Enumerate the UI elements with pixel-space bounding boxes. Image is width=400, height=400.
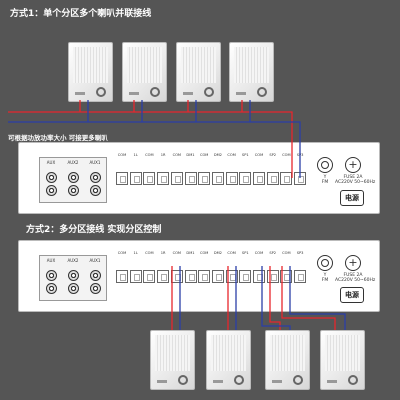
method1-note: 可根据功放功率大小 可接更多喇叭 [8,134,108,142]
power-label: 电源 [340,287,364,303]
terminal-labels: COM 1L COM 1R COM DM1 COM DM2 COM SP1 COM SP2 COM SP3 [116,251,308,258]
aux-out-jack[interactable] [45,185,57,196]
speaker-terminal[interactable] [253,270,265,283]
speaker-zone2-1 [150,330,195,390]
amplifier-panel-2: AUX AUX2 AUX1 COM 1L COM 1R COM DM1 COM DM2 COM S… [18,240,380,312]
speaker-terminal[interactable] [170,172,183,185]
speaker-terminal[interactable] [294,172,307,185]
fuse-icon: + [345,157,361,173]
terminal-label: COM [254,251,264,255]
speaker-zone1-3 [176,42,221,102]
aux-jacks: AUX AUX2 AUX1 [39,157,107,203]
terminal-label: COM [145,251,154,255]
aux1-in-jack[interactable] [89,283,101,294]
terminal-label: COM [199,251,209,255]
terminal-label: SP3 [296,153,304,157]
speaker-terminal[interactable] [198,172,211,185]
terminal-label: SP2 [269,251,277,255]
speaker-terminal[interactable] [239,270,252,283]
speaker-terminal[interactable] [280,270,293,283]
terminal-label: COM [172,251,182,255]
terminal-label: SP1 [241,251,249,255]
aux-jacks: AUX AUX2 AUX1 [39,255,107,301]
speaker-terminal[interactable] [143,172,156,185]
speaker-terminal[interactable] [184,172,197,185]
terminal-label: DM2 [213,251,222,255]
aux1-in-jack[interactable] [89,270,101,281]
power-label: 电源 [340,190,364,206]
speaker-zone1-4 [229,42,274,102]
aux2-in-jack[interactable] [67,172,79,183]
terminal-label: COM [117,251,127,255]
terminal-label: COM [227,251,236,255]
terminal-label: SP3 [296,251,304,255]
knob-icon[interactable] [317,255,333,271]
speaker-zone2-2 [206,330,251,390]
speaker-zone1-2 [122,42,167,102]
method2-title: 方式2：多分区接线 实现分区控制 [26,225,162,235]
speaker-terminal[interactable] [211,172,224,185]
speaker-terminal[interactable] [170,270,183,283]
method1-title: 方式1：单个分区多个喇叭并联接线 [10,9,152,19]
speaker-terminal[interactable] [116,270,128,283]
speaker-terminal[interactable] [280,172,293,185]
speaker-terminal[interactable] [143,270,156,283]
speaker-zone2-3 [265,330,310,390]
terminal-label: 1L [133,251,138,255]
speaker-terminal[interactable] [225,172,238,185]
aux1-in-jack[interactable] [89,185,101,196]
speaker-terminal[interactable] [184,270,197,283]
aux-out-jack[interactable] [45,270,57,281]
speaker-terminal[interactable] [266,270,279,283]
terminal-label: DM1 [186,251,195,255]
aux2-in-jack[interactable] [67,283,79,294]
speaker-terminal[interactable] [239,172,252,185]
aux-out-jack[interactable] [45,172,57,183]
speaker-zone1-1 [68,42,113,102]
speaker-terminal[interactable] [198,270,211,283]
speaker-terminal[interactable] [294,270,307,283]
speaker-terminal[interactable] [129,270,142,283]
knob-icon[interactable] [317,157,333,173]
aux2-in-jack[interactable] [67,270,79,281]
speaker-zone2-4 [320,330,365,390]
terminal-label: 1R [160,251,166,255]
aux-out-jack[interactable] [45,283,57,294]
speaker-terminal[interactable] [225,270,238,283]
fuse-icon: + [345,255,361,271]
speaker-terminal[interactable] [211,270,224,283]
terminal-label: COM [282,251,291,255]
speaker-terminal[interactable] [157,172,170,185]
aux1-in-jack[interactable] [89,172,101,183]
speaker-terminal[interactable] [253,172,265,185]
speaker-terminal[interactable] [129,172,142,185]
speaker-terminal[interactable] [116,172,128,185]
speaker-terminal[interactable] [266,172,279,185]
aux2-in-jack[interactable] [67,185,79,196]
speaker-terminal[interactable] [157,270,170,283]
